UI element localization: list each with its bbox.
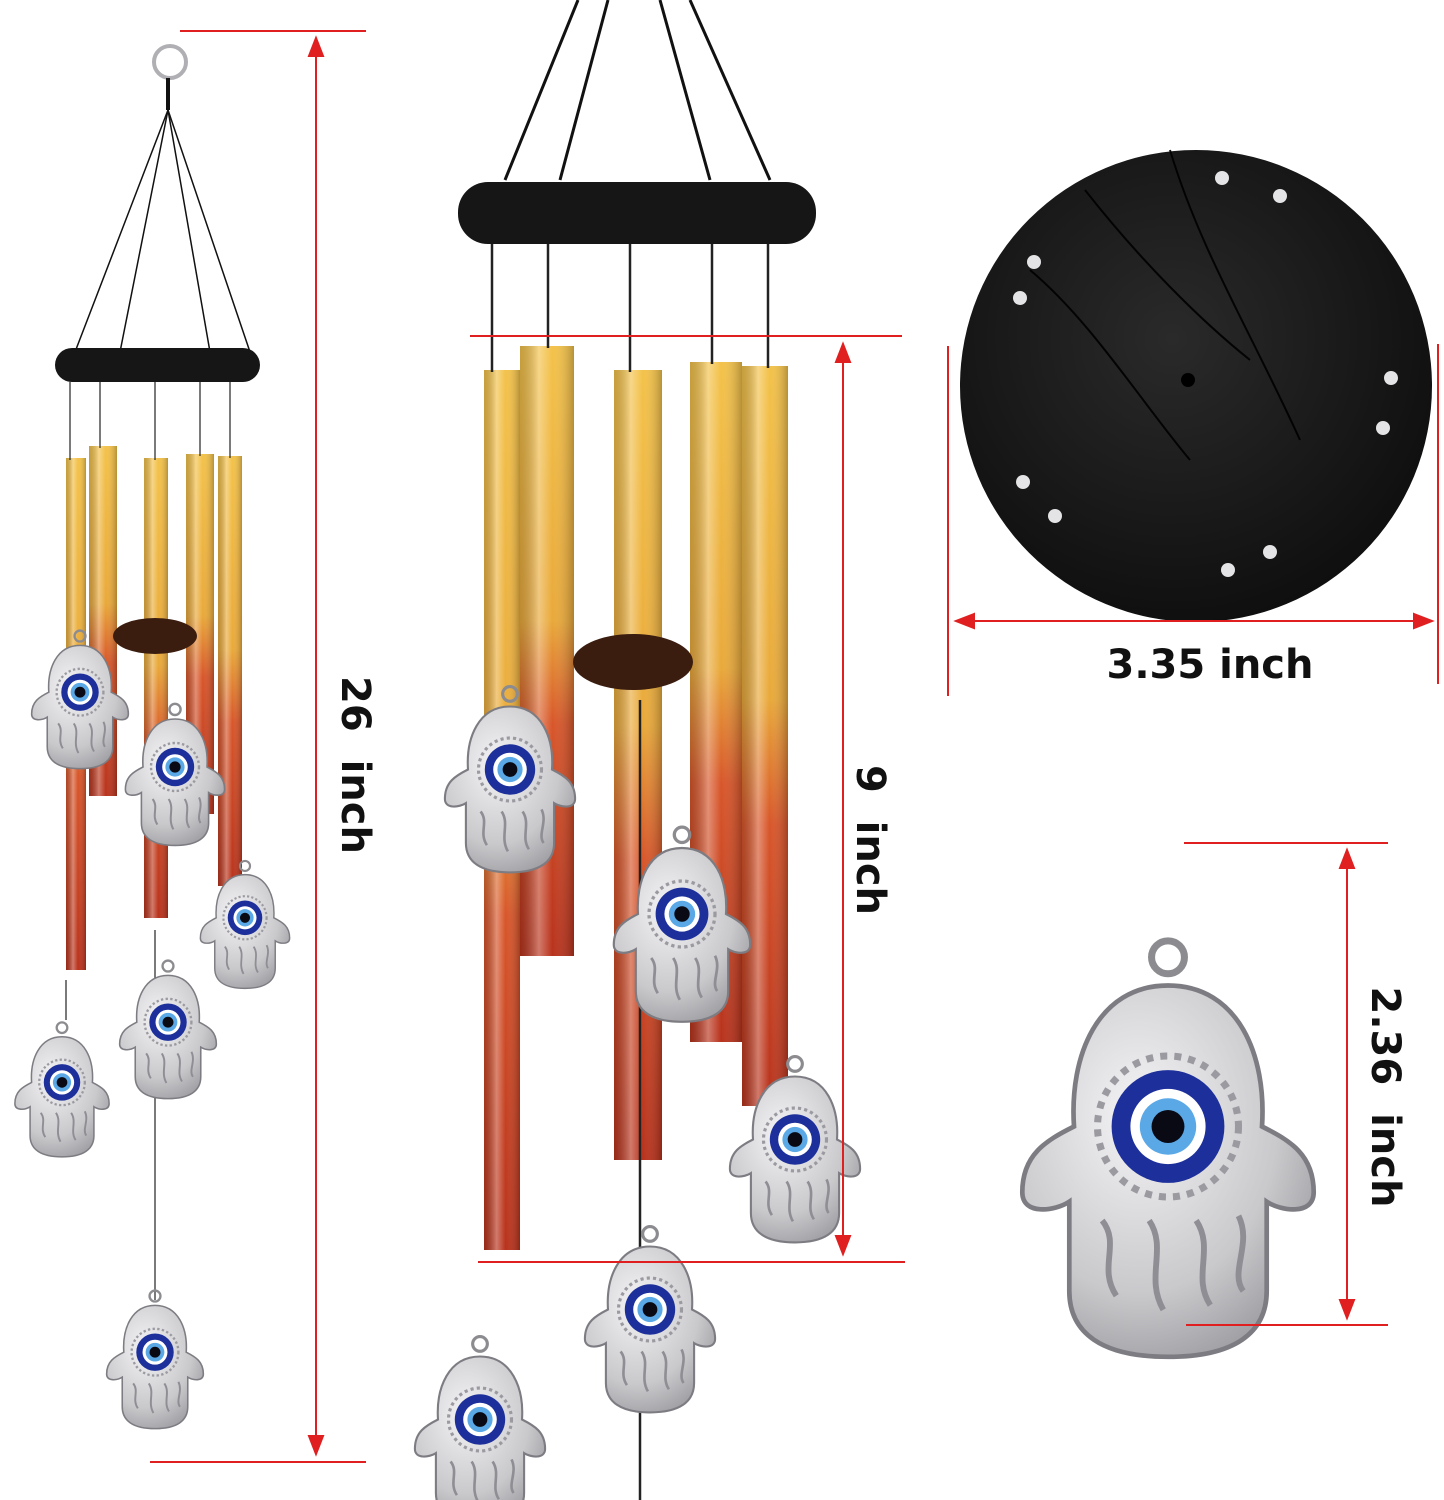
tube-length-label: 9 inch [847,764,893,916]
wooden-plate-top-view [960,149,1432,622]
charm-height-dimension [1184,842,1388,1326]
hamsa-charm-closeup [1022,941,1313,1357]
wooden-ring-closeup [458,182,816,244]
hanging-ring [152,44,188,80]
plate-diameter-label: 3.35 inch [1106,642,1314,688]
plate-diameter-dimension [947,344,1439,696]
tube-length-dimension [470,335,905,1263]
total-length-label: 26 inch [332,676,378,854]
full-chime [13,44,291,1430]
charm-height-label: 2.36 inch [1362,986,1408,1208]
total-length-dimension [150,30,366,1463]
wind-striker [113,618,197,654]
wooden-ring-top [55,348,260,382]
closeup-chime [413,0,862,1500]
